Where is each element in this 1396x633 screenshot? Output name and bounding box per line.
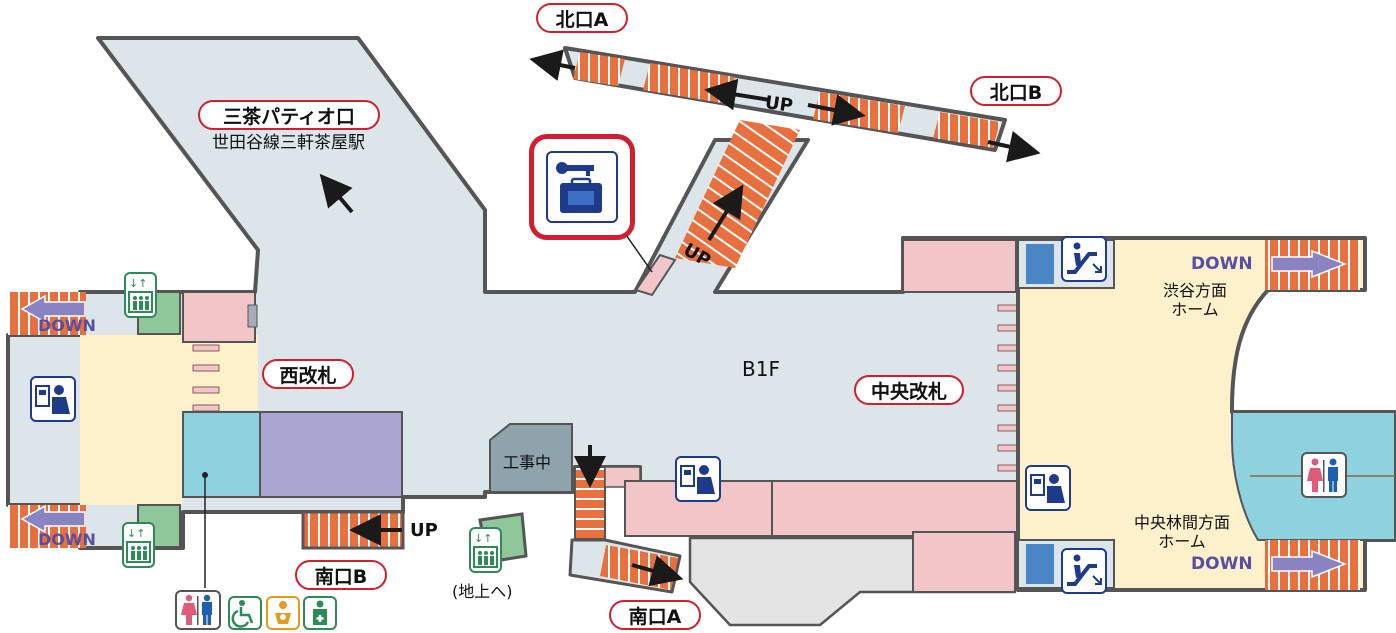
exit-north-b[interactable]: 北口B xyxy=(970,76,1062,106)
ticket-machine-icon-west[interactable] xyxy=(30,376,76,422)
arrows xyxy=(319,49,1041,587)
platform-chuorinkan-line1: 中央林間方面 xyxy=(1133,513,1230,532)
elevator-icon-west-top[interactable]: ↓↑ xyxy=(124,272,157,318)
platform-shibuya-line2: ホーム xyxy=(1171,300,1219,319)
connection-subtitle: 世田谷線三軒茶屋駅 xyxy=(212,133,365,153)
ticket-machine-icon-east[interactable] xyxy=(1025,465,1071,511)
exit-south-b[interactable]: 南口B xyxy=(295,560,387,590)
purple-block xyxy=(259,411,403,498)
restroom-icon-east[interactable] xyxy=(1301,452,1347,498)
escalator-icon-north[interactable] xyxy=(1061,236,1107,282)
floor-label: B1F xyxy=(742,357,780,381)
platform-chuorinkan-line2: ホーム xyxy=(1158,532,1206,551)
gate-west[interactable]: 西改札 xyxy=(262,359,354,389)
down-label-west-top: DOWN xyxy=(38,316,96,335)
up-label-south-b: UP xyxy=(410,520,438,541)
up-label-north: UP xyxy=(763,92,795,117)
elevator-icon-west-bottom[interactable]: ↓↑ xyxy=(122,522,155,568)
exit-north-a[interactable]: 北口A xyxy=(536,3,628,33)
down-label-west-bottom: DOWN xyxy=(38,530,96,549)
down-label-shibuya: DOWN xyxy=(1191,254,1253,274)
wheelchair-icon[interactable] xyxy=(228,596,262,630)
construction-block xyxy=(489,423,573,493)
west-gate-rail xyxy=(192,344,220,412)
locker-spot xyxy=(634,253,677,297)
down-arrows xyxy=(20,249,1348,579)
exit-south-a[interactable]: 南口A xyxy=(609,600,701,630)
platform-chuorinkan-label: 中央林間方面 ホーム xyxy=(1112,513,1252,551)
restroom-icon-west[interactable] xyxy=(175,590,221,630)
svg-text:↓↑: ↓↑ xyxy=(127,527,145,540)
svg-text:↓↑: ↓↑ xyxy=(129,277,147,290)
restroom-block xyxy=(182,411,261,498)
down-label-chuorinkan: DOWN xyxy=(1191,554,1253,574)
escalator-icon-south[interactable] xyxy=(1061,548,1107,594)
locker-icon[interactable] xyxy=(529,134,635,240)
elevator-icon-ground[interactable]: ↓↑ xyxy=(469,527,502,573)
ostomate-icon[interactable] xyxy=(303,596,337,630)
baby-care-icon[interactable] xyxy=(266,596,300,630)
platform-shibuya-label: 渋谷方面 ホーム xyxy=(1140,281,1250,319)
construction-label: 工事中 xyxy=(503,453,552,472)
gate-central[interactable]: 中央改札 xyxy=(854,375,964,405)
to-ground-label: (地上へ) xyxy=(452,582,513,601)
svg-text:↓↑: ↓↑ xyxy=(474,532,492,545)
connection-patio-exit[interactable]: 三茶パティオ口 xyxy=(198,100,380,130)
ticket-machine-icon-center[interactable] xyxy=(675,456,721,502)
platform-shibuya-line1: 渋谷方面 xyxy=(1162,281,1227,300)
